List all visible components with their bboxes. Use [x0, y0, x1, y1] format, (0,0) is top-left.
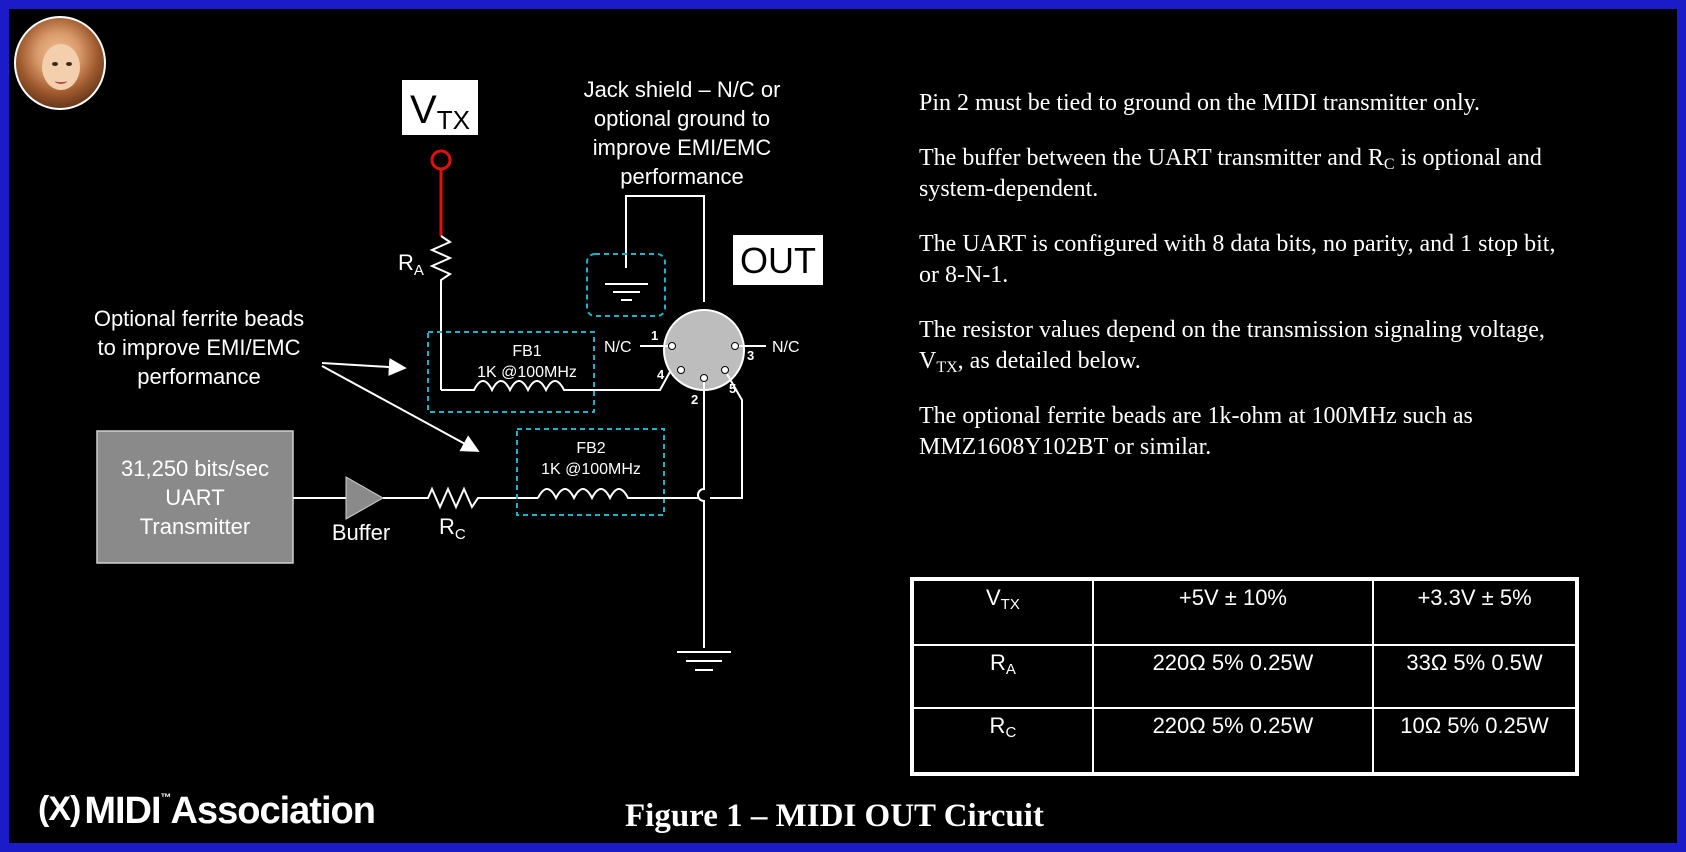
ferrite-note-line1: Optional ferrite beads	[94, 306, 304, 331]
fb1-inductor	[441, 369, 672, 393]
ra-label: RA	[398, 250, 424, 279]
avatar-eye-left	[52, 62, 58, 66]
main-ground-icon	[677, 651, 731, 671]
pin5-label: 5	[729, 381, 736, 396]
rc-resistor	[383, 486, 538, 510]
note-uart-config: The UART is configured with 8 data bits,…	[919, 231, 1556, 288]
table-cell-3v3: +3.3V ± 5%	[1372, 578, 1578, 646]
nc-right-label: N/C	[772, 339, 800, 356]
vtx-terminal	[430, 149, 452, 171]
uart-box	[96, 430, 294, 564]
ferrite-arrow-fb1	[321, 358, 407, 377]
pin4-label: 4	[657, 367, 665, 382]
note-pin2: Pin 2 must be tied to ground on the MIDI…	[919, 90, 1481, 116]
table-cell-label: VTX	[911, 578, 1094, 646]
fb2-box	[516, 428, 665, 516]
fb2-value: 1K @100MHz	[541, 461, 641, 478]
note-resistor-values: The resistor values depend on the transm…	[919, 317, 1545, 376]
shield-ground-box	[586, 253, 666, 317]
table-row: RC 220Ω 5% 0.25W 10Ω 5% 0.25W	[911, 707, 1578, 775]
avatar-mouth	[55, 78, 67, 84]
pin1-label: 1	[651, 328, 658, 343]
midi-association-logo: (X) MIDI ™ Association	[38, 790, 376, 833]
ferrite-note-line3: performance	[137, 364, 261, 389]
pin5-wire	[710, 373, 743, 499]
buffer-label: Buffer	[332, 520, 390, 545]
jack-shield-line3: improve EMI/EMC	[593, 135, 772, 160]
avatar-eye-right	[66, 62, 72, 66]
logo-association-text: Association	[170, 790, 376, 832]
buffer-symbol	[345, 476, 385, 520]
note-ferrite-beads: The optional ferrite beads are 1k-ohm at…	[919, 403, 1473, 460]
pin3-label: 3	[747, 348, 754, 363]
midi-logo-mark: (X)	[38, 790, 81, 828]
table-cell-5v: +5V ± 10%	[1091, 578, 1375, 646]
fb1-name: FB1	[512, 343, 541, 360]
logo-midi-text: MIDI	[84, 790, 161, 832]
table-cell-5v: 220Ω 5% 0.25W	[1091, 707, 1375, 775]
table-cell-label: RC	[911, 707, 1094, 775]
figure-caption: Figure 1 – MIDI OUT Circuit	[625, 798, 1044, 834]
notes-panel: Pin 2 must be tied to ground on the MIDI…	[919, 88, 1559, 487]
midi-out-schematic: VTX RA FB1 1K @100MHz Jack shield – N/C …	[94, 77, 823, 671]
uart-line3: Transmitter	[140, 514, 250, 539]
uart-line2: UART	[165, 485, 225, 510]
out-label-box	[733, 235, 823, 285]
shield-ground-icon	[605, 283, 648, 301]
ferrite-note-line2: to improve EMI/EMC	[98, 335, 301, 360]
presenter-avatar	[14, 16, 106, 110]
vtx-label-box	[402, 80, 478, 135]
ra-resistor	[429, 235, 453, 390]
note-buffer: The buffer between the UART transmitter …	[919, 145, 1542, 202]
vtx-label: VTX	[410, 88, 470, 135]
logo-trademark: ™	[160, 792, 172, 804]
resistor-value-table: VTX +5V ± 10% +3.3V ± 5% RA 220Ω 5% 0.25…	[910, 577, 1579, 776]
table-cell-label: RA	[911, 643, 1094, 710]
pin2-ground-wire	[697, 382, 705, 648]
nc-left-label: N/C	[604, 339, 632, 356]
table-cell-5v: 220Ω 5% 0.25W	[1091, 643, 1375, 710]
table-cell-3v3: 33Ω 5% 0.5W	[1372, 643, 1578, 710]
fb2-name: FB2	[576, 440, 605, 457]
pin2-label: 2	[691, 392, 698, 407]
table-row: RA 220Ω 5% 0.25W 33Ω 5% 0.5W	[911, 643, 1578, 710]
shield-wire	[625, 195, 705, 302]
din-pins	[668, 342, 739, 382]
out-label: OUT	[740, 240, 816, 281]
jack-shield-line4: performance	[620, 164, 744, 189]
jack-shield-line1: Jack shield – N/C or	[584, 77, 781, 102]
table-row: VTX +5V ± 10% +3.3V ± 5%	[911, 578, 1578, 646]
fb1-value: 1K @100MHz	[477, 364, 577, 381]
fb1-box	[427, 331, 595, 413]
jack-shield-line2: optional ground to	[594, 106, 770, 131]
uart-line1: 31,250 bits/sec	[121, 456, 269, 481]
ferrite-arrow-fb2	[321, 365, 480, 452]
table-cell-3v3: 10Ω 5% 0.25W	[1372, 707, 1578, 775]
fb2-inductor	[537, 488, 698, 501]
rc-label: RC	[439, 514, 466, 543]
